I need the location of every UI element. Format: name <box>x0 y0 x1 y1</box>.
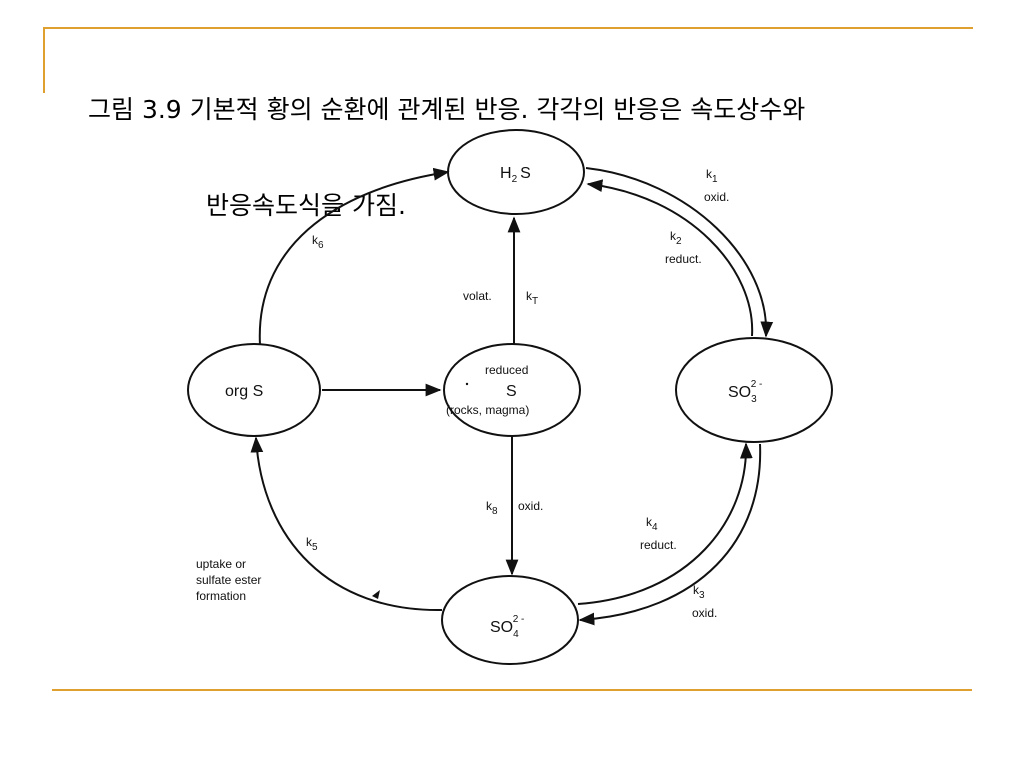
slide-title-line1: 그림 3.9 기본적 황의 순환에 관계된 반응. 각각의 반응은 속도상수와 <box>88 95 806 124</box>
small-arrow-tick <box>372 590 380 599</box>
so4-main: SO <box>490 619 513 636</box>
org-s-label: org S <box>225 383 263 400</box>
reduced-line2: S <box>506 383 517 400</box>
svg-text:SO42 -: SO4 2 - <box>490 614 524 640</box>
speck <box>465 382 469 386</box>
arrow-so3-to-h2s <box>586 179 754 337</box>
label-k2-note: reduct. <box>665 252 702 266</box>
svg-text:H2S: H2S <box>500 165 531 185</box>
label-k1: k1 <box>706 167 718 185</box>
label-k5-note3: formation <box>196 589 246 603</box>
label-k5-note2: sulfate ester <box>196 573 261 587</box>
node-reduced-s: reduced S (rocks, magma) <box>443 343 581 437</box>
arrow-h2s-to-so3 <box>585 167 774 338</box>
h2s-tail: S <box>520 165 531 182</box>
label-k6: k6 <box>312 233 324 251</box>
label-k2: k2 <box>670 229 682 247</box>
label-k5-note1: uptake or <box>196 557 246 571</box>
arrow-so3-to-so4 <box>578 443 762 626</box>
label-k4-note: reduct. <box>640 538 677 552</box>
reduced-line3: (rocks, magma) <box>446 403 529 417</box>
title-accent-bar <box>43 27 45 93</box>
so3-sup: 2 - <box>751 379 763 390</box>
label-kt-note: volat. <box>463 289 492 303</box>
slide-title: 그림 3.9 기본적 황의 순환에 관계된 반응. 각각의 반응은 속도상수와 … <box>88 30 988 254</box>
label-k1-note: oxid. <box>704 190 729 204</box>
label-kt: kT <box>526 289 538 307</box>
h2s-sub: 2 <box>512 174 518 185</box>
h2s-main: H <box>500 165 512 182</box>
so3-sub: 3 <box>751 394 757 405</box>
label-k3-note: oxid. <box>692 606 717 620</box>
node-so4: SO4 2 - <box>441 575 579 665</box>
label-k8: k8 <box>486 499 498 517</box>
arrow-so4-to-so3 <box>577 442 753 605</box>
so4-sup: 2 - <box>513 614 525 625</box>
label-k5: k5 <box>306 535 318 553</box>
so4-sub: 4 <box>513 629 519 640</box>
node-so3: SO3 2 - <box>675 337 833 443</box>
arrow-so4-to-orgs <box>250 436 443 612</box>
title-top-rule <box>43 27 973 29</box>
label-k3: k3 <box>693 583 705 601</box>
reduced-line1: reduced <box>485 363 528 377</box>
arrow-orgs-to-h2s <box>258 167 450 346</box>
slide-title-line2: 반응속도식을 가짐. <box>206 191 406 220</box>
label-k8-note: oxid. <box>518 499 543 513</box>
bottom-rule <box>52 689 972 691</box>
node-org-s: org S <box>187 343 321 437</box>
svg-text:SO32 -: SO3 2 - <box>728 379 762 405</box>
label-k4: k4 <box>646 515 658 533</box>
so3-main: SO <box>728 384 751 401</box>
